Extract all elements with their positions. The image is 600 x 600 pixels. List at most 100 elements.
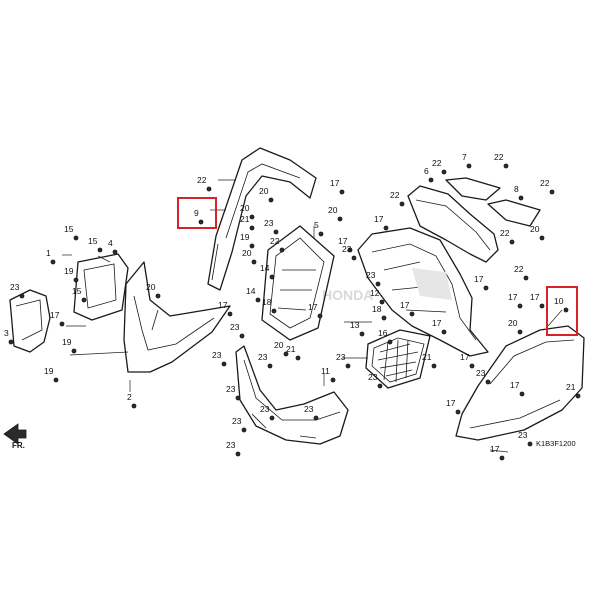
fastener-icon <box>19 293 25 299</box>
fastener-icon <box>499 455 505 461</box>
callout-17: 17 <box>400 300 410 310</box>
fastener-icon <box>575 393 581 399</box>
fastener-icon <box>351 255 357 261</box>
callout-18: 18 <box>262 297 272 307</box>
callout-23: 23 <box>518 430 528 440</box>
callout-23: 23 <box>226 384 236 394</box>
callout-17: 17 <box>432 318 442 328</box>
fastener-icon <box>251 259 257 265</box>
fastener-icon <box>73 235 79 241</box>
fastener-icon <box>112 249 118 255</box>
fastener-icon <box>539 235 545 241</box>
front-arrow-label: FR. <box>12 441 25 450</box>
part-11-lower-cover <box>235 345 349 445</box>
fastener-icon <box>549 189 555 195</box>
fastener-icon <box>317 313 323 319</box>
fastener-icon <box>485 379 491 385</box>
part-10-right-cover <box>455 325 585 441</box>
fastener-icon <box>249 214 255 220</box>
leader-lines <box>62 179 563 453</box>
fastener-icon <box>97 247 103 253</box>
part-9-upper-panel <box>207 147 317 291</box>
part-2-left-cover <box>123 261 231 373</box>
part-8-trim <box>487 199 541 227</box>
callout-23: 23 <box>342 244 352 254</box>
fastener-icon <box>383 225 389 231</box>
watermark: HONDA <box>322 287 373 303</box>
callout-7: 7 <box>462 152 467 162</box>
part-13-grille <box>365 329 431 389</box>
callout-23: 23 <box>476 368 486 378</box>
callout-5: 5 <box>314 220 319 230</box>
fastener-icon <box>337 216 343 222</box>
fastener-icon <box>466 163 472 169</box>
callout-23: 23 <box>10 282 20 292</box>
fastener-icon <box>271 308 277 314</box>
part-4-panel <box>73 253 129 321</box>
callout-20: 20 <box>530 224 540 234</box>
callout-20: 20 <box>242 248 252 258</box>
callout-17: 17 <box>490 444 500 454</box>
callout-23: 23 <box>260 404 270 414</box>
fastener-icon <box>279 247 285 253</box>
callout-22: 22 <box>500 228 510 238</box>
callout-17: 17 <box>446 398 456 408</box>
fastener-icon <box>455 409 461 415</box>
fastener-icon <box>409 311 415 317</box>
callout-21: 21 <box>286 344 296 354</box>
callout-23: 23 <box>212 350 222 360</box>
callout-17: 17 <box>530 292 540 302</box>
callout-17: 17 <box>218 300 228 310</box>
fastener-icon <box>249 225 255 231</box>
fastener-icon <box>345 363 351 369</box>
fastener-icon <box>330 377 336 383</box>
callout-14: 14 <box>246 286 256 296</box>
callout-22: 22 <box>494 152 504 162</box>
callout-14: 14 <box>260 263 270 273</box>
part-6-upper-cowl <box>407 185 499 263</box>
part-12-inner-cover <box>357 227 489 357</box>
fastener-icon <box>227 311 233 317</box>
fastener-icon <box>517 329 523 335</box>
callout-16: 16 <box>378 328 388 338</box>
fastener-icon <box>441 169 447 175</box>
fastener-icon <box>359 331 365 337</box>
callout-22: 22 <box>432 158 442 168</box>
callout-17: 17 <box>338 236 348 246</box>
callout-15: 15 <box>72 286 82 296</box>
fastener-icon <box>131 403 137 409</box>
fastener-icon <box>239 333 245 339</box>
callout-19: 19 <box>240 232 250 242</box>
callout-23: 23 <box>366 270 376 280</box>
fastener-icon <box>295 355 301 361</box>
fastener-icon <box>441 329 447 335</box>
fastener-icon <box>469 363 475 369</box>
front-arrow: FR. <box>3 423 27 450</box>
fastener-icon <box>269 274 275 280</box>
callout-17: 17 <box>330 178 340 188</box>
callout-15: 15 <box>88 236 98 246</box>
fastener-icon <box>347 247 353 253</box>
fastener-icon <box>198 219 204 225</box>
callout-20: 20 <box>328 205 338 215</box>
fastener-icon <box>563 307 569 313</box>
fastener-icon <box>53 377 59 383</box>
callout-17: 17 <box>50 310 60 320</box>
callout-17: 17 <box>510 380 520 390</box>
callout-20: 20 <box>240 203 250 213</box>
callout-20: 20 <box>274 340 284 350</box>
callout-4: 4 <box>108 238 113 248</box>
callout-23: 23 <box>368 372 378 382</box>
callout-23: 23 <box>264 218 274 228</box>
fastener-icon <box>431 363 437 369</box>
callout-19: 19 <box>64 266 74 276</box>
callout-17: 17 <box>308 302 318 312</box>
fastener-icon <box>155 293 161 299</box>
fastener-icon <box>249 243 255 249</box>
fastener-icon <box>71 348 77 354</box>
callout-22: 22 <box>270 236 280 246</box>
fastener-icon <box>428 177 434 183</box>
